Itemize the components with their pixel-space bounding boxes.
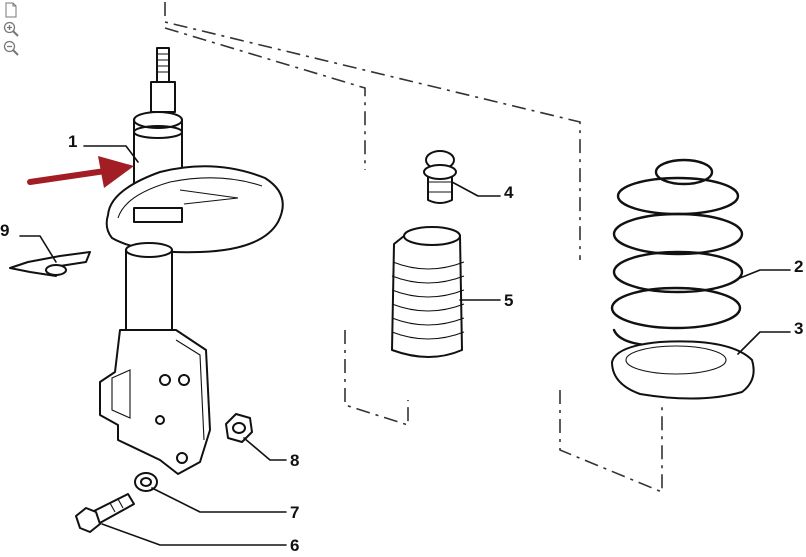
callout-labels: 1 2 3 4 5 6 7 8 9 [0, 132, 803, 555]
callout-3: 3 [794, 319, 803, 338]
spring-seat-part [611, 340, 755, 400]
bolt-part [75, 493, 135, 533]
clip-part [9, 251, 91, 277]
callout-6: 6 [290, 536, 299, 552]
nut-part [225, 413, 253, 443]
callout-7: 7 [290, 503, 299, 522]
zoom-out-icon[interactable] [3, 40, 19, 56]
group-outline [164, 2, 663, 494]
washer-part [134, 472, 158, 492]
coil-spring-part [610, 158, 744, 348]
zoom-in-icon[interactable] [3, 21, 19, 37]
page-icon[interactable] [3, 2, 19, 18]
callout-8: 8 [290, 451, 299, 470]
callout-9: 9 [0, 221, 9, 240]
callout-2: 2 [794, 257, 803, 276]
callout-5: 5 [504, 291, 513, 310]
bump-stop-part [423, 150, 457, 204]
callout-1: 1 [68, 132, 77, 151]
strut-assembly [99, 47, 284, 475]
callout-4: 4 [504, 183, 514, 202]
dust-boot-part [391, 226, 465, 358]
red-pointer-arrow-icon [27, 156, 134, 188]
leader-lines [19, 145, 791, 546]
viewer-toolbar [3, 2, 21, 59]
